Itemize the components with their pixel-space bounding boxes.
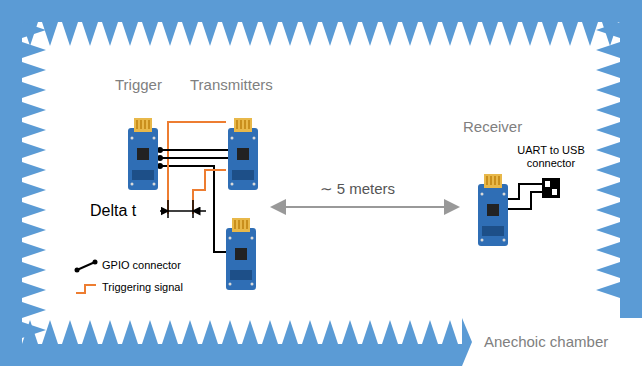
node-heading: Receiver bbox=[463, 118, 522, 135]
distance-label: ∼ 5 meters bbox=[318, 180, 397, 198]
legend-line bbox=[77, 262, 95, 270]
delta-label: Delta t bbox=[90, 202, 136, 220]
chamber-label: Anechoic chamber bbox=[484, 333, 608, 350]
gpio-wire bbox=[157, 147, 228, 153]
board: Transmitters bbox=[228, 118, 258, 190]
gpio-wire bbox=[157, 155, 228, 161]
board: Trigger bbox=[128, 118, 158, 190]
board-picture bbox=[228, 118, 258, 190]
board-picture bbox=[478, 174, 508, 246]
legend-line bbox=[76, 285, 96, 293]
node-heading: Transmitters bbox=[190, 76, 273, 93]
legend-text: Triggering signal bbox=[102, 281, 183, 293]
board: Receiver bbox=[478, 174, 508, 246]
gpio-wire bbox=[508, 192, 542, 209]
node-heading: Trigger bbox=[115, 76, 162, 93]
legend-text: GPIO connector bbox=[102, 259, 181, 271]
usb-connector: UART to USB connector bbox=[542, 178, 560, 198]
node-heading: UART to USB connector bbox=[506, 144, 596, 170]
board-picture bbox=[128, 118, 158, 190]
